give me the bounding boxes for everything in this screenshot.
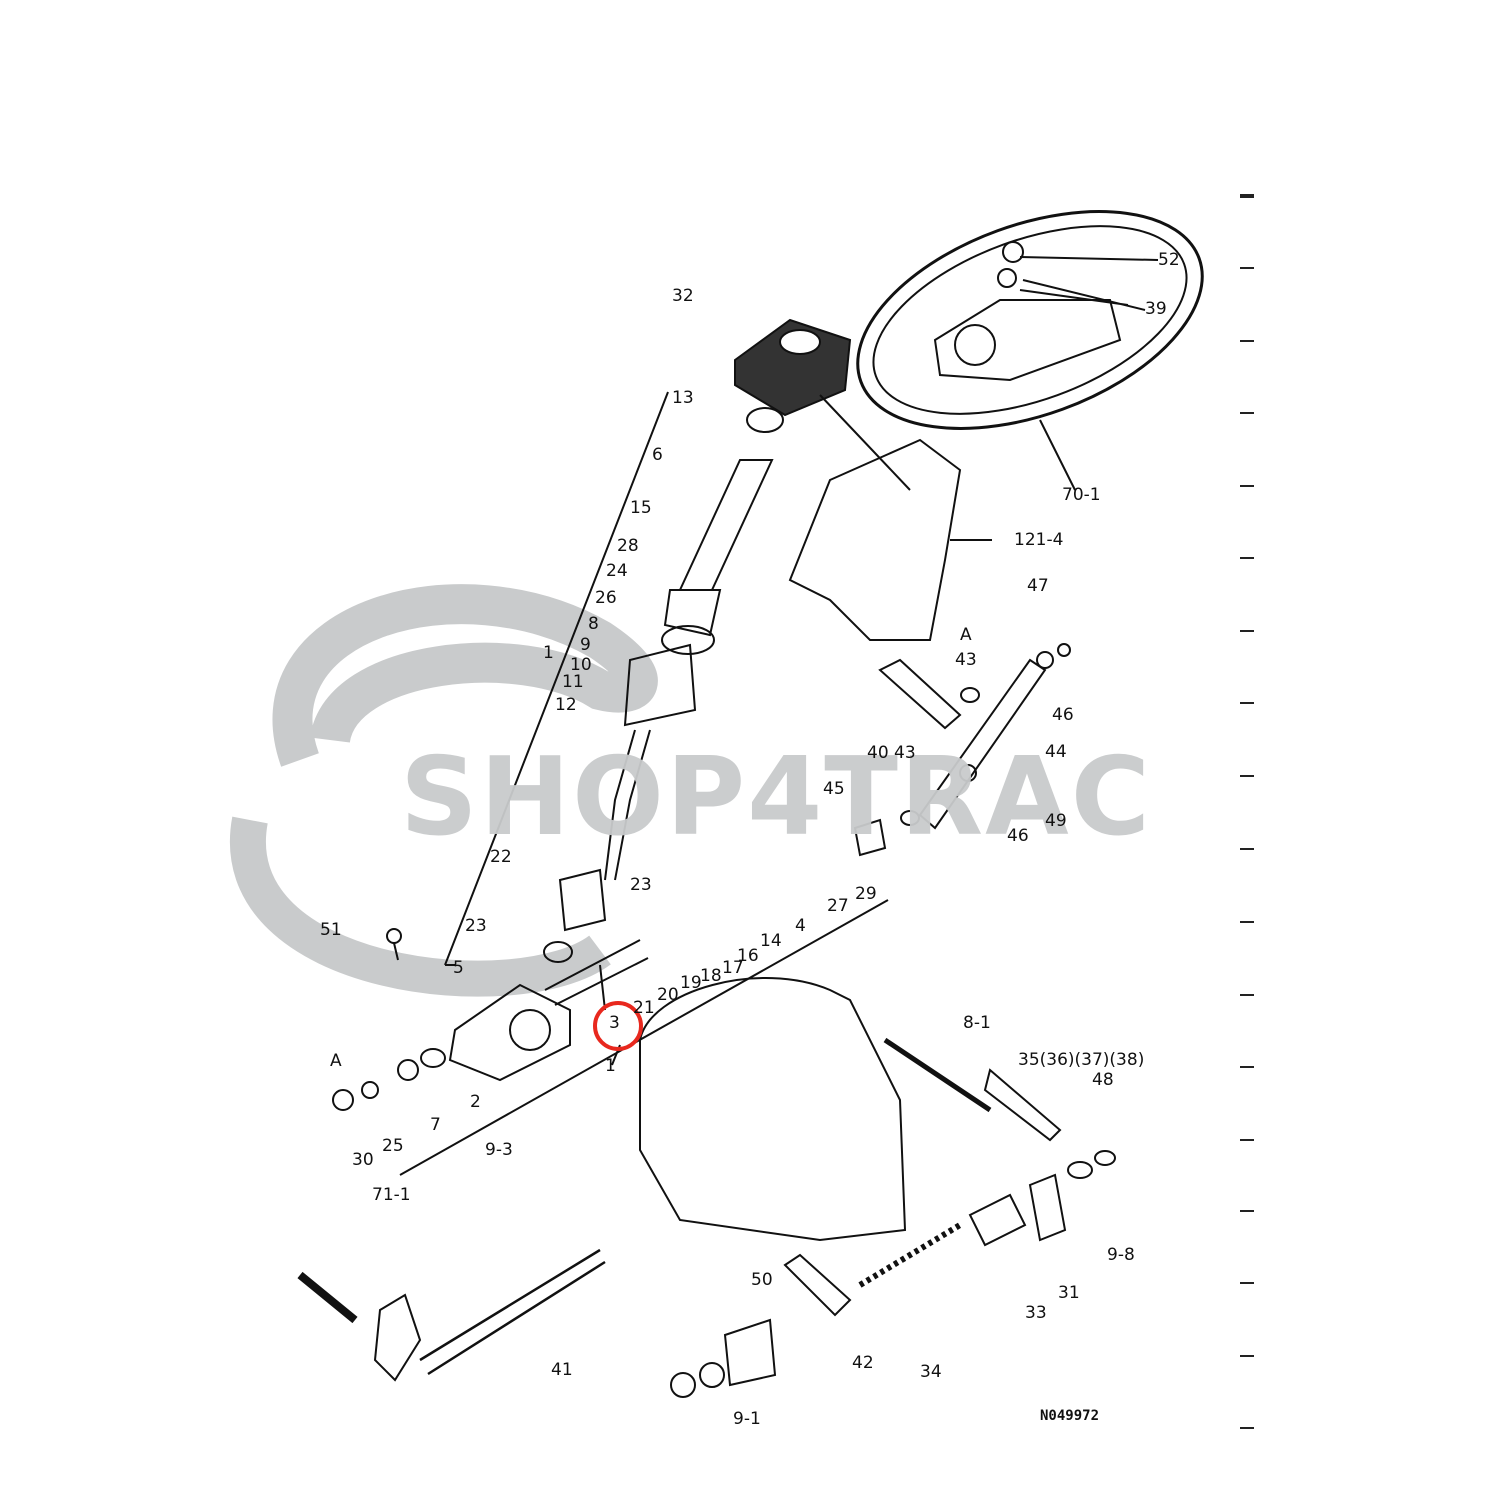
highlight-circle [593,1001,643,1051]
part-callout: 10 [570,655,592,675]
part-callout: 19 [680,973,702,993]
part-callout: 8 [588,614,599,634]
part-callout: 8-1 [963,1013,991,1033]
part-callout: 2 [470,1092,481,1112]
part-callout: 42 [852,1353,874,1373]
part-callout: 51 [320,920,342,940]
part-callout: 24 [606,561,628,581]
part-callout: 4 [795,916,806,936]
part-callout: 49 [1045,811,1067,831]
part-callout: 27 [827,896,849,916]
watermark: SHOP4TRAC [400,735,1152,860]
part-callout: 26 [595,588,617,608]
part-callout: 34 [920,1362,942,1382]
part-callout: 46 [1007,826,1029,846]
part-callout: 9-3 [485,1140,513,1160]
part-callout: 9-1 [733,1409,761,1429]
part-callout: 12 [555,695,577,715]
part-callout: 71-1 [372,1185,411,1205]
part-callout: 44 [1045,742,1067,762]
part-callout: 70-1 [1062,485,1101,505]
part-callout: 15 [630,498,652,518]
part-callout: 14 [760,931,782,951]
part-callout: A [960,625,972,645]
part-callout: 41 [551,1360,573,1380]
part-callout: 20 [657,985,679,1005]
part-callout: 35(36)(37)(38) [1018,1050,1145,1070]
part-callout: 17 [722,958,744,978]
part-callout: 25 [382,1136,404,1156]
part-callout: 9 [580,635,591,655]
part-callout: 33 [1025,1303,1047,1323]
part-callout: 1 [605,1056,616,1076]
part-callout: 46 [1052,705,1074,725]
part-callout: 48 [1092,1070,1114,1090]
part-callout: 39 [1145,299,1167,319]
part-callout: 32 [672,286,694,306]
part-callout: 9-8 [1107,1245,1135,1265]
part-callout: 50 [751,1270,773,1290]
part-callout: 3 [609,1013,620,1033]
part-callout: 18 [700,966,722,986]
part-callout: 11 [562,672,584,692]
part-callout: 52 [1158,250,1180,270]
drawing-number: N049972 [1040,1408,1100,1424]
part-callout: 23 [465,916,487,936]
part-callout: 47 [1027,576,1049,596]
part-callout: 45 [823,779,845,799]
part-callout: 43 [955,650,977,670]
part-callout: 121-4 [1014,530,1064,550]
part-callout: 23 [630,875,652,895]
part-callout: 13 [672,388,694,408]
part-callout: 5 [453,958,464,978]
part-callout: A [330,1051,342,1071]
part-callout: 31 [1058,1283,1080,1303]
part-callout: 7 [430,1115,441,1135]
part-callout: 21 [633,998,655,1018]
part-callout: 30 [352,1150,374,1170]
part-callout: 22 [490,847,512,867]
part-callout: 6 [652,445,663,465]
part-callout: 16 [737,946,759,966]
part-callout: 40 43 [867,743,916,763]
part-callout: 29 [855,884,877,904]
part-callout: 1 [543,643,554,663]
part-callout: 28 [617,536,639,556]
